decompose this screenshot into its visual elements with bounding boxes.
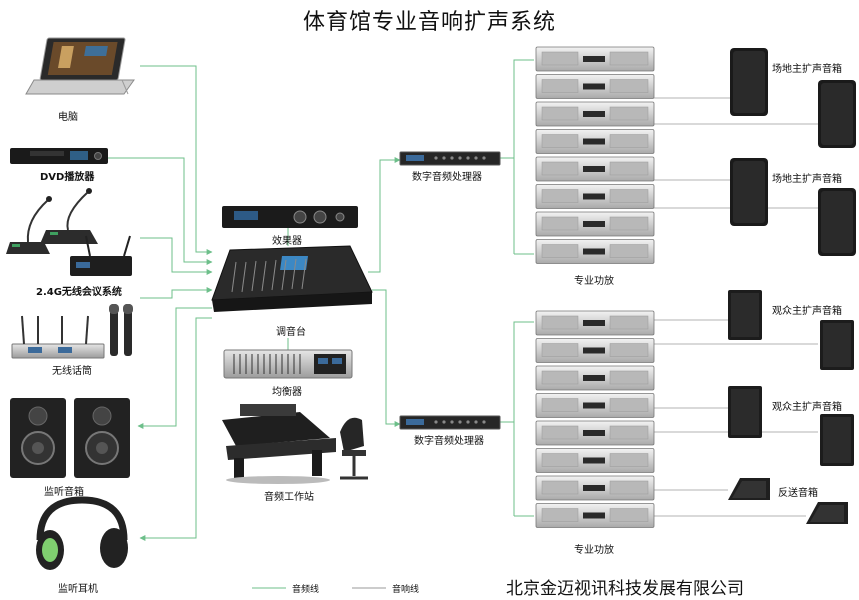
amplifier-unit bbox=[535, 239, 655, 264]
computer-icon bbox=[25, 37, 135, 95]
conference-receiver-icon bbox=[70, 235, 132, 276]
amplifier-unit bbox=[535, 129, 655, 154]
legend-speaker-line: 音响线 bbox=[392, 585, 420, 595]
page-title: 体育馆专业音响扩声系统 bbox=[302, 10, 556, 35]
label-audience-main-1: 观众主扩声音箱 bbox=[772, 306, 842, 317]
label-mixer: 调音台 bbox=[276, 327, 306, 338]
label-computer: 电脑 bbox=[58, 112, 78, 123]
audience-main-speaker-icon bbox=[728, 386, 854, 466]
amplifier-unit bbox=[535, 420, 655, 446]
headphones-icon bbox=[36, 496, 128, 570]
label-wireless-mic: 无线话筒 bbox=[52, 366, 92, 377]
label-processor-bottom: 数字音频处理器 bbox=[414, 436, 484, 447]
amplifier-unit bbox=[535, 503, 655, 528]
speaker-connections bbox=[654, 97, 818, 517]
audio-workstation-icon bbox=[222, 404, 368, 484]
amplifier-stack-bottom bbox=[535, 310, 655, 528]
label-equalizer: 均衡器 bbox=[272, 387, 302, 398]
amplifier-unit bbox=[535, 365, 655, 391]
monitor-speaker-icon bbox=[10, 398, 130, 478]
equalizer-icon bbox=[223, 349, 353, 379]
dvd-player-icon bbox=[10, 148, 108, 164]
label-amp-bottom: 专业功放 bbox=[574, 545, 614, 556]
amplifier-stack-top bbox=[535, 46, 655, 264]
label-amp-top: 专业功放 bbox=[574, 276, 614, 287]
label-audio-workstation: 音频工作站 bbox=[264, 492, 314, 503]
label-monitor-speaker: 监听音箱 bbox=[44, 487, 84, 498]
label-return-speaker: 反送音箱 bbox=[778, 488, 818, 499]
dsp-processor-bottom-icon bbox=[399, 415, 501, 430]
label-headphones: 监听耳机 bbox=[58, 584, 98, 595]
amplifier-unit bbox=[535, 310, 655, 336]
audience-main-speaker-icon bbox=[728, 290, 854, 370]
field-main-speaker-icon bbox=[730, 158, 856, 256]
label-dvd-player: DVD播放器 bbox=[40, 172, 95, 183]
amplifier-unit bbox=[535, 156, 655, 182]
label-effects: 效果器 bbox=[272, 236, 302, 247]
field-main-speaker-icon bbox=[730, 48, 856, 148]
amplifier-unit bbox=[535, 184, 655, 209]
amplifier-unit bbox=[535, 74, 655, 99]
amplifier-unit bbox=[535, 338, 655, 363]
effects-processor-icon bbox=[222, 206, 358, 228]
legend-audio-line: 音频线 bbox=[292, 585, 320, 595]
mixer-icon bbox=[211, 245, 373, 312]
amplifier-unit bbox=[535, 211, 655, 237]
label-processor-top: 数字音频处理器 bbox=[412, 172, 482, 183]
company-name: 北京金迈视讯科技发展有限公司 bbox=[506, 579, 744, 599]
label-audience-main-2: 观众主扩声音箱 bbox=[772, 402, 842, 413]
label-field-main-2: 场地主扩声音箱 bbox=[772, 174, 842, 185]
audio-connections bbox=[108, 59, 534, 541]
dsp-processor-top-icon bbox=[399, 151, 501, 166]
amplifier-unit bbox=[535, 46, 655, 72]
wireless-mic-icon bbox=[11, 304, 133, 359]
label-conference-system: 2.4G无线会议系统 bbox=[36, 287, 122, 298]
conference-mic-icon bbox=[6, 188, 98, 254]
label-field-main-1: 场地主扩声音箱 bbox=[772, 64, 842, 75]
return-speaker-icon bbox=[728, 478, 848, 524]
amplifier-unit bbox=[535, 101, 655, 127]
amplifier-unit bbox=[535, 475, 655, 501]
amplifier-unit bbox=[535, 448, 655, 473]
amplifier-unit bbox=[535, 393, 655, 418]
